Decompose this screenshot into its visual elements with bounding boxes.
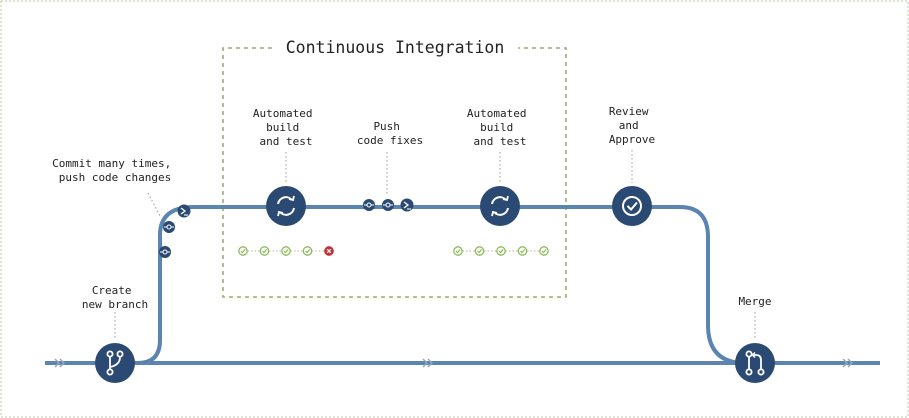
label-push-fixes: Push code fixes	[357, 120, 423, 147]
test-pass-icon	[453, 246, 463, 256]
refresh-icon	[491, 195, 509, 217]
ci-box-border	[222, 47, 567, 298]
ci-box-title: Continuous Integration	[286, 38, 505, 57]
refresh-icon	[277, 195, 295, 217]
leader-commit	[147, 192, 161, 217]
test-results-run-1	[238, 246, 334, 256]
test-pass-icon	[496, 246, 506, 256]
test-pass-icon	[474, 246, 485, 256]
test-pass-icon	[539, 246, 549, 256]
label-build-test-1: Automated build and test	[253, 107, 319, 148]
test-pass-icon	[281, 246, 291, 256]
commit-node	[363, 199, 375, 211]
build-node-2	[480, 186, 520, 226]
label-merge: Merge	[738, 295, 771, 308]
check-circle-icon	[622, 196, 642, 216]
pull-request-icon	[745, 350, 765, 376]
build-node-1	[266, 186, 306, 226]
label-build-test-2: Automated build and test	[467, 107, 533, 148]
ci-box: Continuous Integration	[222, 38, 567, 298]
label-commit: Commit many times, push code changes	[52, 157, 178, 184]
push-node	[177, 204, 191, 218]
commit-node	[382, 199, 394, 211]
commit-node	[163, 221, 175, 233]
push-node	[400, 198, 414, 212]
flow-arrow-right	[842, 358, 854, 368]
create-branch-node	[95, 343, 135, 383]
label-create-branch: Create new branch	[82, 284, 148, 311]
commit-node	[159, 246, 171, 258]
branch-path	[115, 205, 746, 365]
test-fail-icon	[324, 246, 334, 256]
review-node	[612, 186, 652, 226]
flow-arrow-middle	[422, 358, 434, 368]
flow-arrow-left	[54, 358, 66, 368]
merge-node	[735, 343, 775, 383]
git-branch-icon	[106, 350, 124, 376]
test-pass-icon	[238, 246, 248, 256]
label-review: Review and Approve	[609, 105, 655, 146]
test-pass-icon	[259, 246, 270, 256]
test-pass-icon	[302, 246, 313, 256]
test-results-run-2	[453, 246, 549, 256]
test-pass-icon	[517, 246, 528, 256]
